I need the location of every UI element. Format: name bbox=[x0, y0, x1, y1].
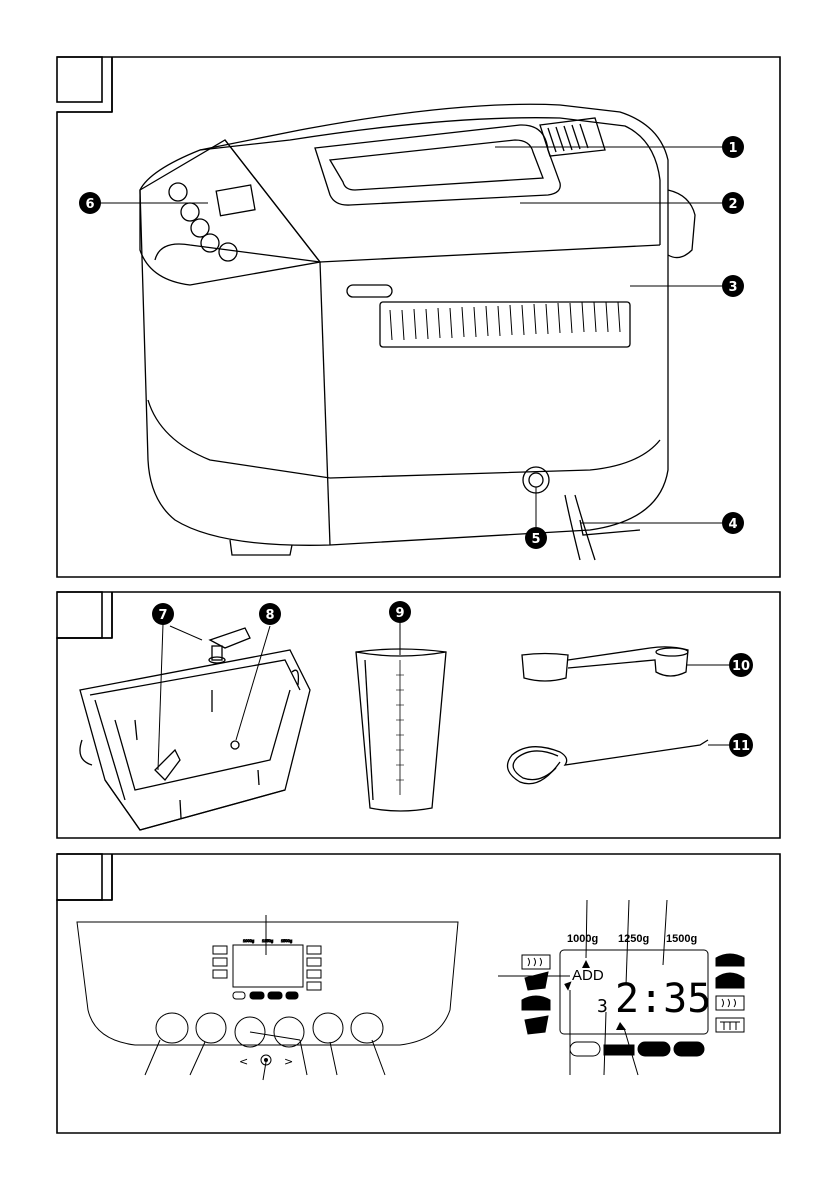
callout-10: 10 bbox=[729, 653, 753, 677]
weight-1000g: 1000g bbox=[567, 933, 598, 945]
left-arrow-glyph: < bbox=[239, 1055, 248, 1068]
callout-6: 6 bbox=[79, 192, 101, 214]
small-weight-1250: 1250g bbox=[262, 938, 273, 943]
callout-11: 11 bbox=[729, 733, 753, 757]
callout-3: 3 bbox=[722, 275, 744, 297]
add-indicator: ADD bbox=[572, 967, 604, 984]
svg-text:4: 4 bbox=[728, 517, 737, 532]
hook-tool bbox=[508, 740, 709, 784]
svg-text:11: 11 bbox=[732, 739, 750, 754]
callout-2: 2 bbox=[722, 192, 744, 214]
weight-1500g: 1500g bbox=[666, 933, 697, 945]
small-weight-1000: 1000g bbox=[243, 938, 254, 943]
weight-1250g: 1250g bbox=[618, 933, 649, 945]
callout-8: 8 bbox=[259, 603, 281, 625]
svg-text:6: 6 bbox=[85, 197, 94, 212]
measuring-cup bbox=[356, 649, 446, 811]
bread-maker bbox=[140, 104, 695, 560]
svg-text:5: 5 bbox=[531, 532, 540, 547]
panel-1: 1 2 3 4 5 6 bbox=[57, 57, 780, 577]
panel-1-index-box bbox=[57, 57, 102, 102]
svg-text:10: 10 bbox=[732, 659, 750, 674]
svg-text:2: 2 bbox=[728, 197, 737, 212]
callout-9: 9 bbox=[389, 601, 411, 623]
time-readout: 2:35 bbox=[615, 976, 711, 1022]
svg-text:3: 3 bbox=[728, 280, 737, 295]
svg-text:7: 7 bbox=[158, 608, 167, 623]
callout-7: 7 bbox=[152, 603, 174, 625]
panel-3-index-box bbox=[57, 854, 102, 900]
panel-2-index-box bbox=[57, 592, 102, 638]
panel-3: 1000g 1250g 1500g < > bbox=[57, 854, 780, 1133]
small-weight-1500: 1500g bbox=[281, 938, 292, 943]
panel-2: 7 8 9 10 11 bbox=[57, 592, 780, 838]
callout-5: 5 bbox=[525, 527, 547, 549]
baking-pan bbox=[80, 628, 310, 830]
svg-text:8: 8 bbox=[265, 608, 274, 623]
measuring-spoon bbox=[522, 647, 688, 681]
callout-1: 1 bbox=[722, 136, 744, 158]
svg-text:9: 9 bbox=[395, 606, 404, 621]
control-panel-front: 1000g 1250g 1500g bbox=[77, 922, 458, 1065]
right-arrow-glyph: > bbox=[284, 1055, 293, 1068]
callout-4: 4 bbox=[722, 512, 744, 534]
svg-text:1: 1 bbox=[728, 141, 737, 156]
